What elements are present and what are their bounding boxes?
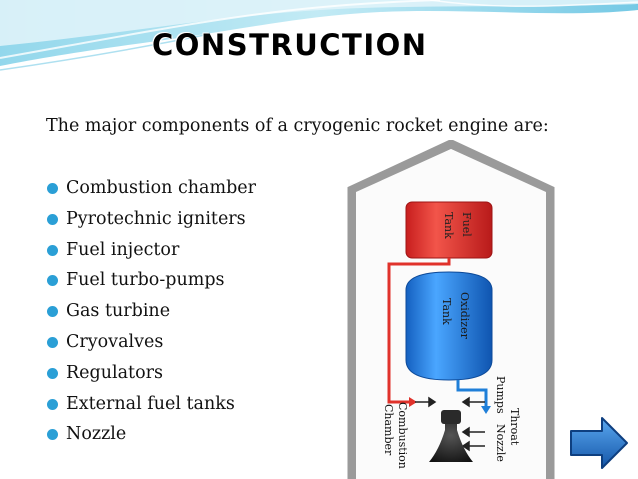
next-slide-button[interactable] <box>568 415 630 471</box>
list-item-text: Fuel turbo-pumps <box>66 270 225 291</box>
fuel-flow-arrow <box>409 397 417 407</box>
circle-bullet-icon <box>47 336 58 348</box>
list-item: Fuel injector <box>46 239 256 270</box>
list-item: Cryovalves <box>46 331 256 362</box>
list-item: External fuel tanks <box>46 393 256 424</box>
list-item: Combustion chamber <box>46 177 256 208</box>
circle-bullet-icon <box>47 213 58 225</box>
list-item-text: Cryovalves <box>66 331 164 352</box>
oxidizer-tank-label-2: Tank <box>440 298 453 325</box>
chamber-label: Chamber <box>382 404 395 456</box>
list-item-text: Regulators <box>66 362 163 383</box>
feed-arrows <box>415 396 485 452</box>
fuel-line <box>387 258 451 404</box>
list-item-text: External fuel tanks <box>66 393 235 414</box>
fuel-tank-label-1: Fuel <box>460 212 473 237</box>
list-item: Gas turbine <box>46 300 256 331</box>
list-item: Fuel turbo-pumps <box>46 269 256 300</box>
combustion-label: Combustion <box>396 402 409 469</box>
throat-label: Throat <box>508 408 521 446</box>
oxidizer-tank-label-1: Oxidizer <box>458 292 471 340</box>
circle-bullet-icon <box>47 275 58 287</box>
engine-nozzle <box>429 410 473 462</box>
list-item-text: Gas turbine <box>66 301 171 322</box>
list-item-text: Combustion chamber <box>66 178 256 198</box>
list-item-text: Fuel injector <box>66 239 180 260</box>
circle-bullet-icon <box>47 429 58 441</box>
list-item-text: Pyrotechnic igniters <box>66 208 246 229</box>
fuel-tank-label-2: Tank <box>442 212 455 239</box>
oxidizer-tank: Oxidizer Tank <box>405 271 493 381</box>
component-list: Combustion chamber Pyrotechnic igniters … <box>46 177 256 454</box>
header-wave-decoration <box>0 0 638 71</box>
oxidizer-line <box>456 380 488 408</box>
arrow-right-icon <box>570 417 628 469</box>
nozzle-label: Nozzle <box>494 424 507 462</box>
list-item: Nozzle <box>46 423 256 454</box>
fuel-tank: Fuel Tank <box>405 201 493 259</box>
list-item: Regulators <box>46 362 256 393</box>
pumps-label: Pumps <box>494 376 507 414</box>
list-item-text: Nozzle <box>66 424 127 445</box>
circle-bullet-icon <box>47 398 58 410</box>
circle-bullet-icon <box>47 183 58 194</box>
circle-bullet-icon <box>47 244 58 256</box>
circle-bullet-icon <box>47 306 58 318</box>
circle-bullet-icon <box>47 367 58 379</box>
slide-title: CONSTRUCTION <box>152 28 428 62</box>
oxidizer-flow-arrow <box>481 406 491 414</box>
list-item: Pyrotechnic igniters <box>46 208 256 239</box>
rocket-engine-diagram: Fuel Tank Oxidizer Tank <box>347 140 555 479</box>
intro-text: The major components of a cryogenic rock… <box>46 116 549 136</box>
